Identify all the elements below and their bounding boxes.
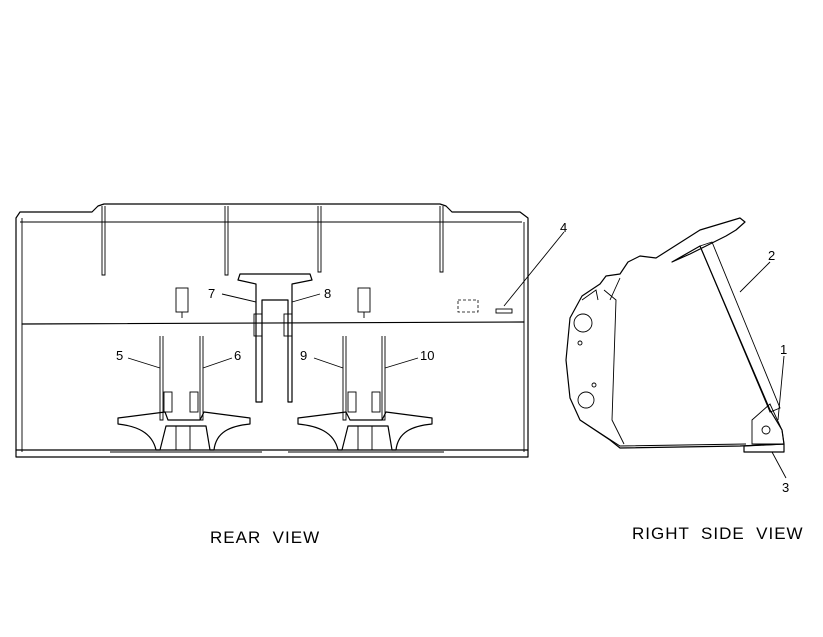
callout-4: 4 [560, 220, 567, 235]
callout-2: 2 [768, 248, 775, 263]
arm-pin-hole [761, 425, 771, 435]
leader-9 [313, 357, 344, 369]
callout-9: 9 [300, 348, 307, 363]
leader-5 [127, 357, 161, 369]
hidden-feature [457, 299, 479, 313]
leader-8 [291, 293, 321, 303]
bucket-top-edge-inner [20, 218, 525, 452]
callout-10: 10 [420, 348, 434, 363]
callout-8: 8 [324, 286, 331, 301]
bottom-wear-plate [579, 419, 747, 447]
small-hole [577, 340, 583, 346]
top-rib [439, 206, 444, 273]
mount-block-right [357, 287, 371, 313]
wear-pad [495, 308, 513, 314]
leader-10 [384, 357, 419, 369]
center-t-bracket [237, 273, 313, 403]
bucket-rear-outline [15, 203, 529, 458]
leader-4 [503, 231, 565, 307]
side-plate-inner [581, 277, 625, 445]
rear-view-caption: REAR VIEW [210, 528, 320, 547]
top-rib [317, 206, 322, 273]
leader-3 [771, 451, 787, 479]
pivot-hole-upper [573, 313, 593, 333]
small-hole [591, 382, 597, 388]
mount-block-left [175, 287, 189, 313]
pivot-hole-lower [577, 391, 595, 409]
leader-6 [202, 357, 233, 369]
center-plate-left [253, 313, 263, 337]
lift-arm [699, 241, 781, 413]
callout-7: 7 [208, 286, 215, 301]
callout-1: 1 [780, 342, 787, 357]
side-view-caption: RIGHT SIDE VIEW [632, 524, 804, 543]
top-rib [224, 206, 229, 276]
tooth-group-right [288, 336, 444, 453]
bucket-mid-line [21, 321, 525, 325]
center-plate-right [283, 313, 293, 337]
callout-5: 5 [116, 348, 123, 363]
bucket-side-outline [565, 217, 785, 449]
tooth-group-left [110, 336, 262, 453]
leader-7 [221, 293, 257, 303]
arm-bracket [751, 403, 785, 445]
side-view-drawing [565, 217, 787, 479]
leader-1 [777, 355, 785, 421]
callout-6: 6 [234, 348, 241, 363]
top-rib [101, 206, 106, 276]
rear-view-drawing [15, 203, 565, 458]
cutting-edge [743, 443, 785, 453]
callout-3: 3 [782, 480, 789, 495]
leader-2 [739, 261, 771, 293]
